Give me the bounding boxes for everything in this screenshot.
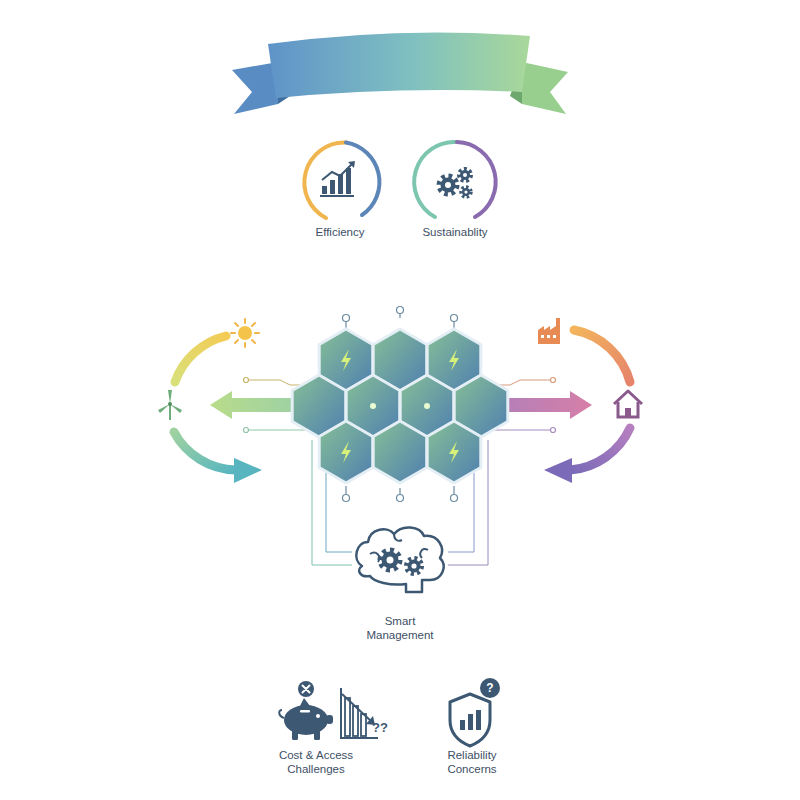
arrow-head	[234, 458, 262, 483]
shield-icon	[450, 694, 490, 746]
gauge-arc	[414, 142, 457, 217]
cycle-arc	[574, 330, 630, 382]
energy-dot	[424, 403, 430, 409]
flow-arrow	[498, 391, 592, 419]
icon-label: Efficiency	[296, 225, 384, 239]
hex-grid	[292, 329, 508, 483]
icon-label-node: Reliability Concerns	[432, 746, 512, 779]
cancel-badge	[298, 681, 314, 697]
lightning-bolt	[341, 441, 351, 463]
cycle-arc	[174, 432, 236, 470]
ribbon-tail	[522, 62, 568, 114]
arrow-head	[348, 161, 355, 168]
gauge-arc	[346, 143, 379, 216]
flow-arrow	[210, 391, 302, 419]
icon-label: Reliability Concerns	[436, 748, 508, 777]
house-icon	[614, 391, 642, 417]
icon-label: Cost & Access Challenges	[267, 748, 365, 777]
energy-dot	[370, 403, 376, 409]
gear	[439, 176, 457, 194]
cycle-arc	[175, 336, 226, 382]
efficiency-icon	[304, 142, 379, 218]
gauge-arc	[457, 142, 496, 217]
icon-label: Smart Management	[361, 614, 439, 643]
ribbon-band	[268, 32, 530, 98]
icon-label-node: Smart Management	[357, 612, 443, 645]
hex-cell	[373, 421, 427, 483]
hex-cell	[319, 421, 373, 483]
lightning-bolt	[341, 349, 351, 371]
gear	[459, 169, 471, 181]
arrow-head	[544, 458, 572, 483]
ribbon-tail	[232, 62, 278, 114]
icon-label-node: Efficiency	[292, 223, 388, 241]
gear	[461, 187, 471, 197]
brain-icon	[356, 527, 443, 592]
factory-icon	[538, 318, 560, 344]
lightning-bolt	[449, 441, 459, 463]
question-mark: ?	[486, 682, 493, 694]
gauge-arc	[304, 142, 346, 218]
trend-arrow	[322, 164, 352, 180]
icon-label: Sustainablity	[407, 225, 503, 239]
hex-cell	[427, 421, 481, 483]
cycle-arc	[570, 428, 630, 470]
lightning-bolt	[449, 349, 459, 371]
sun-icon	[231, 319, 259, 347]
ribbon-banner	[232, 32, 568, 114]
question-mark: ??	[372, 721, 388, 734]
wind-turbine-icon	[158, 390, 182, 420]
icon-label-node: Cost & Access Challenges	[263, 746, 369, 779]
question-badge	[480, 678, 500, 698]
piggy-bank-icon	[279, 698, 333, 740]
sustainability-icon	[414, 142, 495, 217]
bar-chart	[320, 168, 354, 197]
icon-label-node: Sustainablity	[403, 223, 507, 241]
